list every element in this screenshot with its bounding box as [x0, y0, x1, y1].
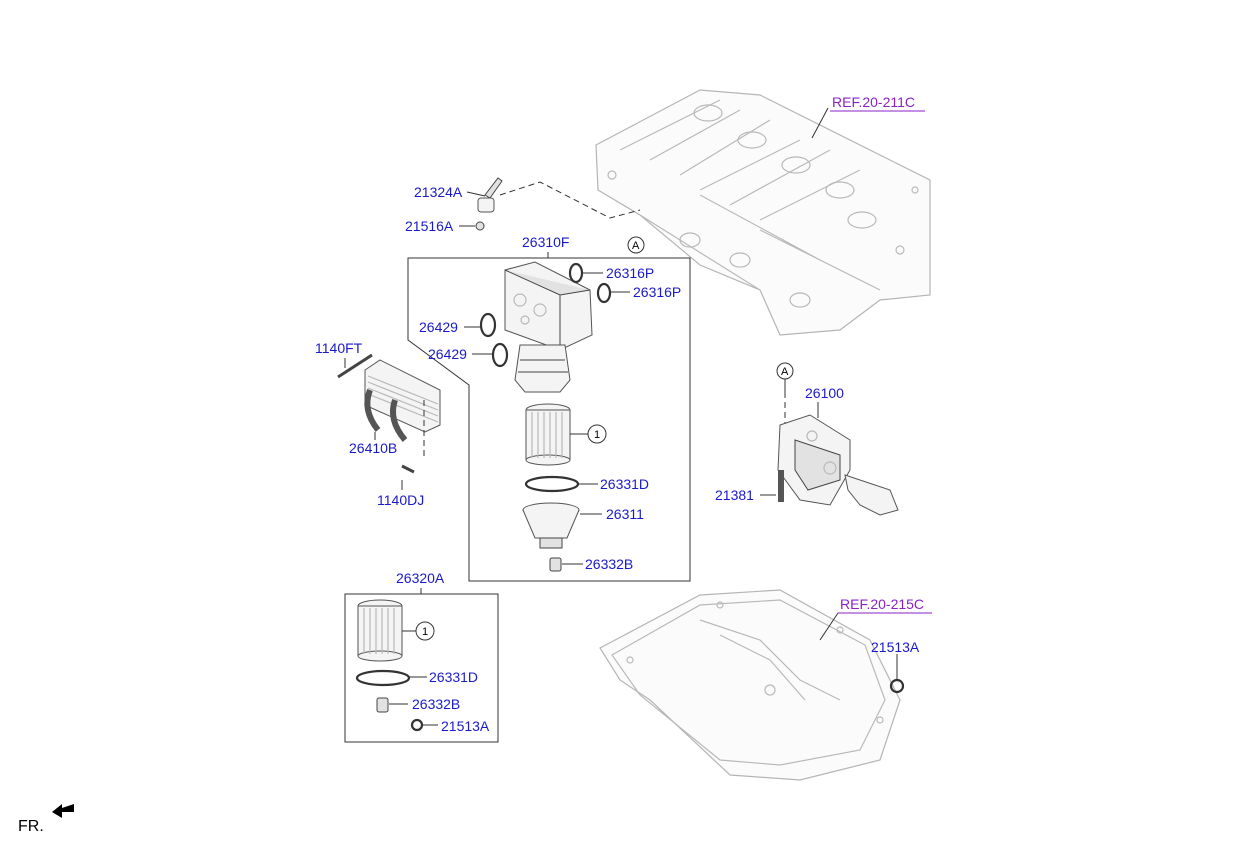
- part-26320A[interactable]: 26320A: [396, 570, 445, 586]
- part-26316P-2[interactable]: 26316P: [633, 284, 681, 300]
- callout-1a-text: 1: [594, 429, 600, 441]
- part-26310F[interactable]: 26310F: [522, 234, 569, 250]
- part-26332B-1[interactable]: 26332B: [585, 556, 633, 572]
- oil-pressure-sensor-illustration: [475, 177, 503, 231]
- part-26332B-2[interactable]: 26332B: [412, 696, 460, 712]
- drain-plug-26332B-1: [549, 557, 562, 572]
- part-21381[interactable]: 21381: [715, 487, 754, 503]
- oil-cooler-illustration: [364, 359, 441, 442]
- part-26429-2[interactable]: 26429: [428, 346, 467, 362]
- ref-block-leader: [811, 107, 829, 139]
- oil-filter-cap-illustration: [522, 502, 580, 549]
- filter-module-frame: [407, 257, 691, 582]
- oil-filter-element-illustration: [525, 403, 571, 466]
- ref-cylinder-block-link[interactable]: REF.20-211C: [832, 94, 915, 110]
- o-ring-26331D-1: [524, 475, 580, 493]
- callout-circle-1a: [587, 424, 607, 444]
- bolt-1140FT: [337, 353, 373, 379]
- ref-oil-pan-link[interactable]: REF.20-215C: [840, 596, 924, 612]
- sensor-location-dash: [499, 181, 641, 219]
- callout-A-text: A: [632, 240, 640, 252]
- part-26100[interactable]: 26100: [805, 385, 844, 401]
- oil-pump-illustration: [777, 414, 899, 516]
- cylinder-block-illustration: [595, 89, 931, 336]
- oil-pan-illustration: [599, 589, 901, 781]
- front-label: FR.: [18, 818, 44, 835]
- o-ring-26316P-bottom: [596, 282, 612, 304]
- drain-plug-26332B-2: [376, 697, 389, 713]
- part-26311[interactable]: 26311: [606, 506, 644, 522]
- part-26429-1[interactable]: 26429: [419, 319, 458, 335]
- washer-21513A-1: [410, 718, 424, 732]
- callout-circle-1b: [415, 621, 435, 641]
- part-1140DJ[interactable]: 1140DJ: [377, 492, 424, 508]
- part-26331D-1[interactable]: 26331D: [600, 476, 649, 492]
- part-1140FT[interactable]: 1140FT: [315, 340, 363, 356]
- part-21513A-2[interactable]: 21513A: [871, 639, 920, 655]
- o-ring-26429-bottom: [491, 342, 509, 368]
- part-26331D-2[interactable]: 26331D: [429, 669, 478, 685]
- part-21324A[interactable]: 21324A: [414, 184, 463, 200]
- arrow-front-icon: [52, 804, 74, 818]
- part-21513A-1[interactable]: 21513A: [441, 718, 490, 734]
- ref-pan-leader: [819, 612, 839, 641]
- callout-1b-text: 1: [422, 626, 428, 638]
- part-26410B[interactable]: 26410B: [349, 440, 397, 456]
- o-ring-26316P-top: [568, 262, 584, 284]
- callout-A-2-text: A: [781, 366, 789, 378]
- oil-filter-housing-illustration: [504, 261, 593, 393]
- o-ring-26331D-2: [355, 669, 411, 687]
- bolt-21381: [778, 470, 784, 502]
- callout-circle-A: [627, 236, 645, 254]
- service-kit-frame: [344, 593, 499, 743]
- leader-21324A: [466, 191, 486, 197]
- oil-filter-element-kit-illustration: [357, 599, 403, 662]
- part-26316P-1[interactable]: 26316P: [606, 265, 654, 281]
- o-ring-26429-top: [479, 312, 497, 338]
- part-21516A[interactable]: 21516A: [405, 218, 454, 234]
- bolt-1140DJ: [401, 464, 415, 474]
